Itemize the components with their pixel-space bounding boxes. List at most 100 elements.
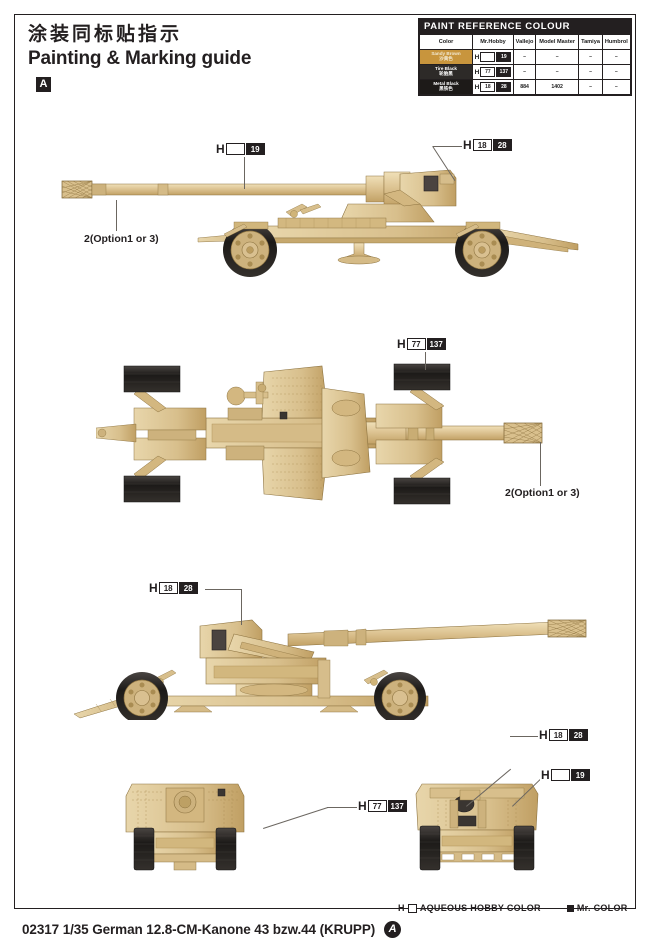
col-header-vallejo: Vallejo — [512, 34, 537, 50]
callout-prefix: H — [216, 142, 225, 156]
col-header-mrhobby: Mr.Hobby — [472, 34, 514, 50]
col-header-color: Color — [419, 34, 473, 50]
col-header-tamiya: Tamiya — [578, 34, 603, 50]
table-row: Tire Black 轮胎黑 H 77 137 – – – – — [419, 64, 632, 80]
wheel-rear — [455, 223, 509, 277]
leader-line-view1-muzzle — [116, 200, 117, 231]
mrhobby-box-mrcolor: 137 — [496, 67, 512, 77]
color-system-legend: H AQUEOUS HOBBY COLOR Mr. COLOR — [398, 903, 628, 913]
tamiya-value: – — [578, 64, 603, 80]
callout-view1-option-note: 2(Option1 or 3) — [84, 233, 159, 245]
legend-h-prefix: H — [398, 903, 405, 913]
legend-mrcolor-label: Mr. COLOR — [576, 903, 628, 913]
gun-top-plan-illustration — [96, 363, 543, 505]
modelmaster-value: 1402 — [535, 79, 580, 95]
callout-box-aqueous: 77 — [367, 800, 387, 812]
swatch-label-cn: 沙黄色 — [439, 56, 453, 61]
legend-mrcolor: Mr. COLOR — [566, 903, 628, 913]
mrhobby-prefix: H — [474, 83, 480, 91]
paint-table-header-row: Color Mr.Hobby Vallejo Model Master Tami… — [419, 34, 632, 50]
callout-view2-tire: H 77 137 — [396, 338, 447, 350]
gun-rear-elevation-illustration — [125, 783, 245, 871]
artwork-view1-side-travel — [48, 160, 588, 290]
leader-line-view3-breech-h — [205, 589, 241, 590]
swatch-label-en: Tire Black — [435, 66, 457, 72]
paint-reference-table: PAINT REFERENCE COLOUR Color Mr.Hobby Va… — [418, 18, 632, 96]
mrhobby-prefix: H — [474, 53, 480, 61]
mrhobby-box-aqueous — [480, 52, 496, 62]
mrhobby-box-mrcolor: 19 — [496, 52, 512, 62]
callout-box-aqueous: 18 — [548, 729, 568, 741]
callout-view5-hatch: H 18 28 — [538, 729, 589, 741]
modelmaster-value: – — [535, 49, 580, 65]
mrhobby-box-aqueous: 18 — [480, 82, 496, 92]
swatch-label-en: Sandy Brown — [431, 51, 461, 57]
black-square-icon — [566, 904, 574, 912]
mrhobby-code-cell: H 18 28 — [472, 79, 514, 95]
callout-view1-barrel: H 19 — [215, 143, 266, 155]
scheme-badge-a: A — [36, 77, 51, 92]
leader-line-view4-tire-h — [327, 807, 357, 808]
callout-box-mrcolor: 137 — [426, 338, 446, 350]
table-row: Sandy Brown 沙黄色 H 19 – – – – — [419, 49, 632, 65]
white-square-icon — [407, 903, 417, 913]
leader-line-view1-barrel — [244, 157, 245, 189]
mrhobby-box-aqueous: 77 — [480, 67, 496, 77]
color-swatch-sandy-brown: Sandy Brown 沙黄色 — [419, 49, 473, 65]
page-footer: 02317 1/35 German 12.8-CM-Kanone 43 bzw.… — [22, 921, 402, 938]
callout-prefix: H — [541, 768, 550, 782]
gun-front-elevation-illustration — [415, 783, 539, 871]
humbrol-value: – — [601, 64, 632, 80]
callout-box-aqueous — [550, 769, 570, 781]
leader-line-view1-breech-h — [433, 146, 462, 147]
mrhobby-code-cell: H 19 — [472, 49, 514, 65]
gun-side-travel-illustration — [61, 169, 579, 277]
gun-side-firing-illustration — [73, 619, 587, 720]
legend-aqueous: H AQUEOUS HOBBY COLOR — [398, 903, 541, 913]
swatch-label-en: Metal Black — [433, 81, 459, 87]
swatch-label-cn: 轮胎黑 — [439, 71, 453, 76]
page-border — [14, 14, 636, 909]
wheel-front-firing — [116, 672, 168, 720]
callout-prefix: H — [539, 728, 548, 742]
legend-aqueous-label: AQUEOUS HOBBY COLOR — [419, 903, 541, 913]
page-header: 涂装同标贴指示 Painting & Marking guide — [28, 23, 358, 71]
page-title-chinese: 涂装同标贴指示 — [28, 23, 183, 45]
callout-box-mrcolor: 28 — [178, 582, 198, 594]
mrhobby-code-cell: H 77 137 — [472, 64, 514, 80]
vallejo-value: 884 — [512, 79, 537, 95]
leader-line-view3-breech-v — [241, 589, 242, 625]
swatch-label-cn: 黑铁色 — [439, 86, 453, 91]
artwork-view2-top-plan — [96, 352, 596, 512]
callout-box-mrcolor: 28 — [568, 729, 588, 741]
callout-box-aqueous: 18 — [158, 582, 178, 594]
col-header-modelmaster: Model Master — [535, 34, 580, 50]
kit-designation: 02317 1/35 German 12.8-CM-Kanone 43 bzw.… — [22, 922, 376, 937]
page-title-english: Painting & Marking guide — [28, 47, 252, 69]
paint-table-title: PAINT REFERENCE COLOUR — [419, 19, 631, 34]
callout-view1-breech: H 18 28 — [462, 139, 513, 151]
tyre-plan — [123, 363, 451, 505]
paint-table-grid: Color Mr.Hobby Vallejo Model Master Tami… — [419, 34, 632, 95]
callout-prefix: H — [463, 138, 472, 152]
color-swatch-tire-black: Tire Black 轮胎黑 — [419, 64, 473, 80]
callout-view4-tire: H 77 137 — [357, 800, 408, 812]
callout-box-mrcolor: 28 — [492, 139, 512, 151]
leader-line-view5-hatch-h — [510, 736, 540, 737]
col-header-humbrol: Humbrol — [601, 34, 632, 50]
callout-view3-breech: H 18 28 — [148, 582, 199, 594]
mrhobby-box-mrcolor: 28 — [496, 82, 512, 92]
tamiya-value: – — [578, 49, 603, 65]
modelmaster-value: – — [535, 64, 580, 80]
callout-box-aqueous — [225, 143, 245, 155]
callout-box-mrcolor: 19 — [245, 143, 265, 155]
artwork-view3-side-firing — [56, 600, 596, 720]
scheme-badge-a-footer: A — [384, 921, 402, 938]
callout-prefix: H — [358, 799, 367, 813]
humbrol-value: – — [601, 79, 632, 95]
vallejo-value: – — [512, 64, 537, 80]
color-swatch-metal-black: Metal Black 黑铁色 — [419, 79, 473, 95]
callout-view2-option-note: 2(Option1 or 3) — [505, 487, 580, 499]
tamiya-value: – — [578, 79, 603, 95]
vallejo-value: – — [512, 49, 537, 65]
